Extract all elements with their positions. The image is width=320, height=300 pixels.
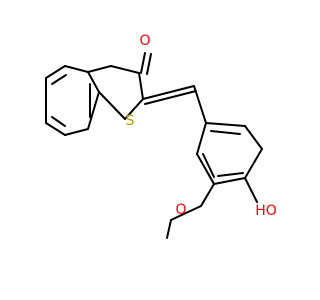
bond — [64, 128, 89, 136]
double-bond — [51, 116, 66, 127]
bond — [45, 122, 66, 136]
bond — [244, 125, 263, 150]
bond — [45, 65, 66, 79]
carbonyl-oxygen-label: O — [139, 33, 150, 49]
molecule-structure: O S O HO — [45, 33, 277, 239]
bond — [196, 153, 215, 185]
bond — [213, 177, 246, 185]
hydroxyl-label: HO — [255, 203, 277, 219]
bond-lines — [45, 52, 263, 239]
alkene-bond — [144, 90, 197, 105]
double-bond — [210, 130, 241, 135]
bond — [87, 65, 112, 73]
bond — [166, 219, 172, 239]
alkene-bond — [142, 85, 195, 100]
bond — [87, 91, 100, 130]
bond — [110, 65, 140, 74]
bond — [205, 122, 246, 127]
bond — [138, 72, 144, 100]
bond — [193, 85, 207, 124]
carbonyl-bond — [146, 53, 152, 75]
bond — [244, 177, 258, 203]
bond — [244, 148, 263, 179]
bond — [98, 91, 126, 120]
bond — [200, 183, 215, 207]
double-bond — [51, 74, 67, 85]
carbonyl-bond — [140, 52, 146, 74]
bond — [124, 98, 144, 120]
methoxy-oxygen-label: O — [175, 202, 186, 218]
sulfur-label: S — [126, 113, 135, 129]
bond — [170, 205, 202, 221]
bond — [64, 65, 89, 73]
bond — [196, 122, 207, 155]
bond — [87, 71, 100, 93]
double-bond — [202, 153, 215, 178]
double-bond — [217, 172, 244, 177]
molecule-canvas: O S O HO — [45, 33, 277, 239]
